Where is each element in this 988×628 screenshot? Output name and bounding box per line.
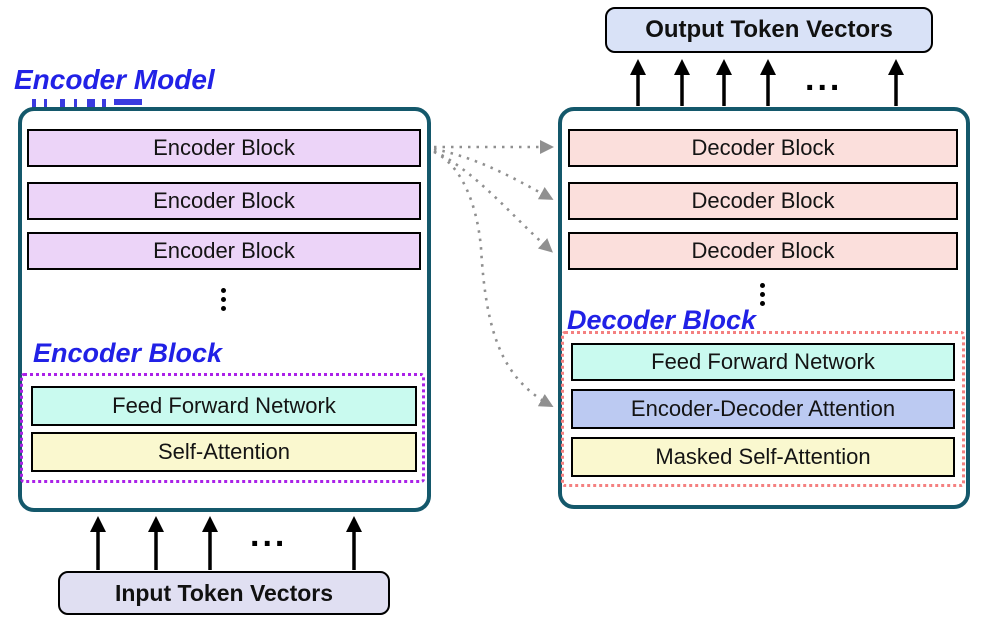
- output-token-vectors-label: Output Token Vectors: [645, 16, 893, 43]
- decoder-block-3-label: Decoder Block: [691, 238, 835, 263]
- masked-self-attention-label: Masked Self-Attention: [655, 444, 871, 469]
- decoder-block-2: Decoder Block: [568, 182, 958, 220]
- decoder-block-1: Decoder Block: [568, 129, 958, 167]
- cross-attention-arrows: [433, 140, 554, 407]
- input-ellipsis: ...: [250, 516, 288, 554]
- decoder-feed-forward-box: Feed Forward Network: [571, 343, 955, 381]
- encoder-block-3: Encoder Block: [27, 232, 421, 270]
- decoder-block-1-label: Decoder Block: [691, 135, 835, 160]
- encoder-block-dotted-outline: [20, 373, 425, 483]
- input-token-vectors-label: Input Token Vectors: [114, 579, 334, 606]
- output-ellipsis: ...: [805, 60, 843, 98]
- masked-self-attention-box: Masked Self-Attention: [571, 437, 955, 477]
- output-arrows: [630, 59, 904, 106]
- encoder-block-heading: Encoder Block: [33, 338, 223, 368]
- output-token-vectors-box: Output Token Vectors: [605, 7, 933, 53]
- encoder-block-3-label: Encoder Block: [153, 238, 295, 263]
- decoder-block-2-label: Decoder Block: [691, 188, 835, 213]
- encoder-feed-forward-label: Feed Forward Network: [112, 393, 336, 418]
- encoder-self-attention-label: Self-Attention: [157, 439, 291, 464]
- encoder-block-1: Encoder Block: [27, 129, 421, 167]
- encoder-model-heading: Encoder Model: [14, 64, 215, 95]
- input-token-vectors-box: Input Token Vectors: [58, 571, 390, 615]
- encoder-decoder-attention-label: Encoder-Decoder Attention: [630, 396, 896, 421]
- encoder-block-1-label: Encoder Block: [153, 135, 295, 160]
- encoder-block-2: Encoder Block: [27, 182, 421, 220]
- encoder-decoder-attention-box: Encoder-Decoder Attention: [571, 389, 955, 429]
- encoder-vertical-ellipsis-icon: [221, 288, 226, 311]
- input-arrows: [90, 516, 362, 570]
- decoder-block-3: Decoder Block: [568, 232, 958, 270]
- encoder-self-attention-box: Self-Attention: [31, 432, 417, 472]
- decoder-block-heading: Decoder Block: [567, 305, 757, 335]
- encoder-block-2-label: Encoder Block: [153, 188, 295, 213]
- decoder-vertical-ellipsis-icon: [760, 283, 765, 306]
- decoder-block-dotted-outline: [561, 331, 965, 487]
- encoder-feed-forward-box: Feed Forward Network: [31, 386, 417, 426]
- clipped-text-artifact: [30, 99, 150, 108]
- decoder-feed-forward-label: Feed Forward Network: [651, 349, 875, 374]
